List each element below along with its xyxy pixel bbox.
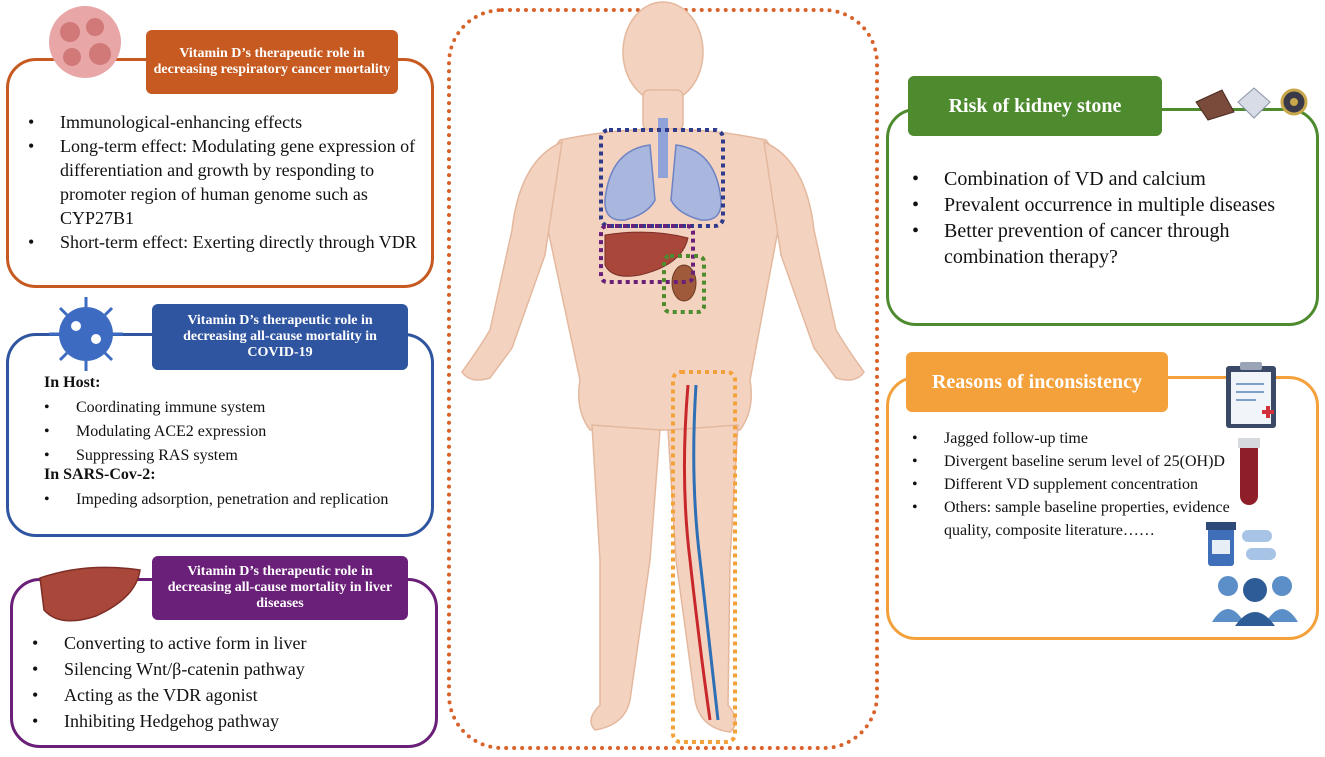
list-item: Acting as the VDR agonist <box>18 682 438 708</box>
liver-icon <box>39 566 141 622</box>
kidney-stone-icon <box>1195 87 1308 121</box>
list-item: Short-term effect: Exerting directly thr… <box>14 230 434 254</box>
liver-list: Converting to active form in liver Silen… <box>18 630 438 734</box>
list-item: Divergent baseline serum level of 25(OH)… <box>898 450 1230 473</box>
respiratory-title: Vitamin D’s therapeutic role in decreasi… <box>146 30 398 94</box>
kidney-list: Combination of VD and calcium Prevalent … <box>898 166 1308 270</box>
list-item: Converting to active form in liver <box>18 630 438 656</box>
respiratory-list: Immunological-enhancing effects Long-ter… <box>14 110 434 254</box>
list-item: Silencing Wnt/β-catenin pathway <box>18 656 438 682</box>
list-item: Better prevention of cancer through comb… <box>898 218 1308 270</box>
list-item: Suppressing RAS system <box>30 444 430 468</box>
list-item: Modulating ACE2 expression <box>30 420 430 444</box>
list-item: Different VD supplement concentration <box>898 473 1230 496</box>
cancer-cell-icon <box>49 6 121 78</box>
liver-title: Vitamin D’s therapeutic role in decreasi… <box>152 556 408 620</box>
inconsistency-list: Jagged follow-up time Divergent baseline… <box>898 427 1230 542</box>
covid-host-list: Coordinating immune system Modulating AC… <box>30 396 430 468</box>
list-item: Immunological-enhancing effects <box>14 110 434 134</box>
kidney-title: Risk of kidney stone <box>908 76 1162 136</box>
covid-host-heading: In Host: <box>44 374 101 391</box>
list-item: Combination of VD and calcium <box>898 166 1308 192</box>
coronavirus-icon <box>49 297 123 371</box>
list-item: Long-term effect: Modulating gene expres… <box>14 134 434 230</box>
list-item: Coordinating immune system <box>30 396 430 420</box>
list-item: Prevalent occurrence in multiple disease… <box>898 192 1308 218</box>
covid-title: Vitamin D’s therapeutic role in decreasi… <box>152 304 408 370</box>
list-item: Others: sample baseline properties, evid… <box>898 496 1230 542</box>
blood-tube-icon <box>1238 438 1260 505</box>
list-item: Inhibiting Hedgehog pathway <box>18 708 438 734</box>
list-item: Impeding adsorption, penetration and rep… <box>30 488 430 512</box>
list-item: Jagged follow-up time <box>898 427 1230 450</box>
covid-virus-list: Impeding adsorption, penetration and rep… <box>30 488 430 512</box>
people-icon <box>1212 576 1298 626</box>
covid-virus-heading: In SARS-Cov-2: <box>44 466 156 483</box>
inconsistency-title: Reasons of inconsistency <box>906 352 1168 412</box>
clipboard-icon <box>1226 362 1276 428</box>
